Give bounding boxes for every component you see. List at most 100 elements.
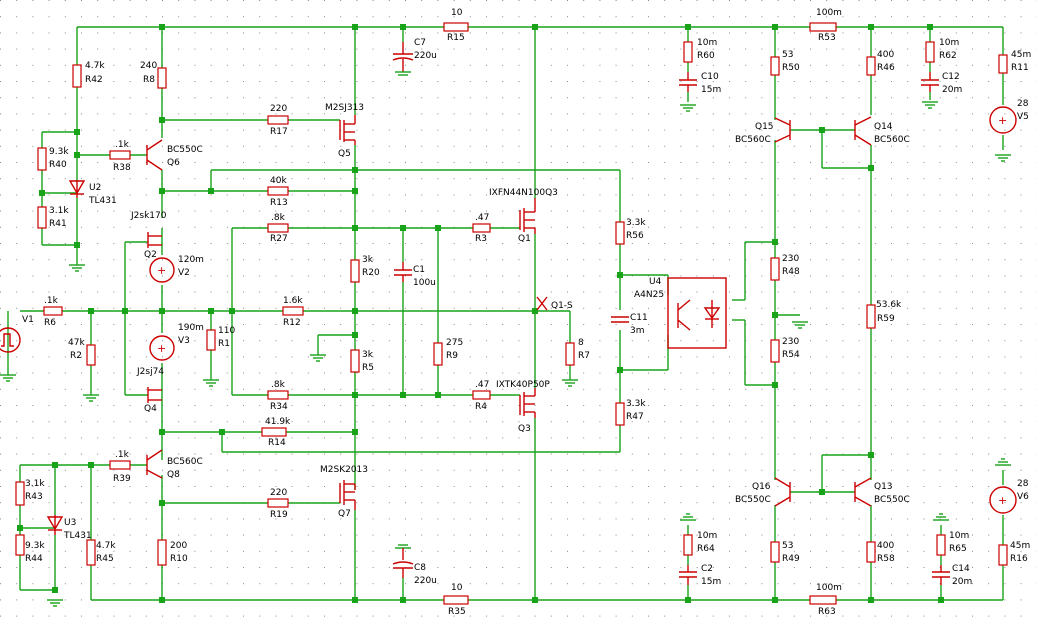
voltage-source-symbols: + + + + xyxy=(0,106,1017,514)
resistor-r63-ref: R63 xyxy=(818,607,836,617)
resistor-r17-value: 220 xyxy=(270,104,287,114)
resistor-r16-value: 45m xyxy=(1010,541,1030,551)
mosfet-q3-ref: Q3 xyxy=(518,424,531,434)
resistor-r48-value: 230 xyxy=(782,254,799,264)
capacitor-c8-ref: C8 xyxy=(414,563,426,573)
tl431-symbols xyxy=(46,180,86,535)
junctions xyxy=(17,24,944,603)
resistor-r6-ref: R6 xyxy=(44,318,56,328)
probe-q1-s[interactable] xyxy=(536,296,548,311)
resistor-r15-value: 10 xyxy=(451,8,463,18)
svg-text:+: + xyxy=(157,342,166,355)
resistor-r60-value: 10m xyxy=(697,38,717,48)
resistor-r53-ref: R53 xyxy=(818,33,836,43)
voltage-source-v6-ref: V6 xyxy=(1017,492,1029,502)
mosfet-q7-value: M2SK2013 xyxy=(320,465,368,475)
mosfet-q5-ref: Q5 xyxy=(338,149,351,159)
resistor-r14-value: 41.9k xyxy=(265,417,291,427)
transistor-q8-ref: Q8 xyxy=(167,470,180,480)
resistor-r46-ref: R46 xyxy=(877,63,895,73)
capacitor-c10-value: 15m xyxy=(701,85,721,95)
optocoupler-u4-ref: U4 xyxy=(649,277,662,287)
regulator-u2-ref: U2 xyxy=(89,183,101,193)
resistor-r2-ref: R2 xyxy=(70,351,82,361)
capacitor-bodies xyxy=(392,42,950,585)
regulator-u3-ref: U3 xyxy=(64,518,76,528)
mosfet-q7-ref: Q7 xyxy=(338,509,351,519)
resistor-r3-value: .47 xyxy=(475,213,489,223)
resistor-r35-value: 10 xyxy=(451,583,463,593)
svg-text:+: + xyxy=(998,494,1007,507)
jfet-q4-value: J2sj74 xyxy=(136,367,164,377)
resistor-r17-ref: R17 xyxy=(270,127,288,137)
resistor-r44-value: 9.3k xyxy=(25,541,45,551)
resistor-r34-value: .8k xyxy=(271,380,286,390)
capacitor-c7-value: 220u xyxy=(414,51,437,61)
resistor-r1-value: 110 xyxy=(218,326,235,336)
resistor-r49-value: 53 xyxy=(782,541,793,551)
optocoupler-u4-value: A4N25 xyxy=(634,290,664,300)
component-labels: 10 R15 100m R53 10 R35 100m R63 4.7k R42… xyxy=(22,8,1031,617)
resistor-r39-ref: R39 xyxy=(113,474,131,484)
resistor-r20-value: 3k xyxy=(362,255,374,265)
resistor-r65-ref: R65 xyxy=(949,544,967,554)
transistor-q6-value: BC550C xyxy=(167,145,203,155)
regulator-u3-value: TL431 xyxy=(63,531,92,541)
resistor-r6-value: .1k xyxy=(44,296,59,306)
resistor-r54-value: 230 xyxy=(782,337,799,347)
voltage-source-v2-ref: V2 xyxy=(178,268,190,278)
resistor-r45-value: 4.7k xyxy=(96,541,116,551)
capacitor-c8-value: 220u xyxy=(414,576,437,586)
resistor-r5-ref: R5 xyxy=(362,363,374,373)
capacitor-c1-value: 100u xyxy=(413,278,436,288)
resistor-r1-ref: R1 xyxy=(218,339,230,349)
resistor-r2-value: 47k xyxy=(68,338,85,348)
jfet-q2-ref: Q2 xyxy=(144,250,157,260)
capacitor-c2-ref: C2 xyxy=(701,564,713,574)
resistor-r9-value: 275 xyxy=(446,338,463,348)
jfet-symbols xyxy=(147,232,162,403)
resistor-r56-value: 3.3k xyxy=(626,218,646,228)
svg-text:+: + xyxy=(157,264,166,277)
capacitor-c11-ref: C11 xyxy=(630,313,648,323)
resistor-r48-ref: R48 xyxy=(782,267,800,277)
probe-q1-s-label: Q1-S xyxy=(551,301,573,311)
voltage-source-v1-ref: V1 xyxy=(22,315,34,325)
resistor-r14-ref: R14 xyxy=(268,438,286,448)
resistor-r19-value: 220 xyxy=(270,488,287,498)
transistor-q14-value: BC560C xyxy=(874,135,910,145)
resistor-r64-value: 10m xyxy=(697,531,717,541)
resistor-r63-value: 100m xyxy=(816,583,842,593)
resistor-r58-value: 400 xyxy=(877,541,894,551)
resistor-r4-value: .47 xyxy=(475,380,489,390)
resistor-r64-ref: R64 xyxy=(697,544,715,554)
resistor-r35-ref: R35 xyxy=(448,607,466,617)
resistor-r40-value: 9.3k xyxy=(49,147,69,157)
resistor-r13-value: 40k xyxy=(270,176,287,186)
resistor-r12-value: 1.6k xyxy=(283,296,303,306)
regulator-u2-value: TL431 xyxy=(88,196,117,206)
resistor-r34-ref: R34 xyxy=(270,402,288,412)
resistor-r12-ref: R12 xyxy=(283,318,301,328)
capacitor-c1-ref: C1 xyxy=(413,265,425,275)
resistor-r50-ref: R50 xyxy=(782,63,800,73)
resistor-r8-value: 240 xyxy=(140,61,157,71)
resistor-r45-ref: R45 xyxy=(96,554,114,564)
resistor-r10-ref: R10 xyxy=(170,554,188,564)
voltage-source-v5-ref: V5 xyxy=(1017,112,1029,122)
voltage-source-v5-value: 28 xyxy=(1017,99,1029,109)
resistor-r10-value: 200 xyxy=(170,541,187,551)
resistor-r42-value: 4.7k xyxy=(85,61,105,71)
resistor-r5-value: 3k xyxy=(362,350,374,360)
resistor-r53-value: 100m xyxy=(816,8,842,18)
resistor-r4-ref: R4 xyxy=(475,402,487,412)
wires xyxy=(7,26,1004,601)
transistor-q13-value: BC550C xyxy=(874,495,910,505)
resistor-bodies xyxy=(15,22,1008,605)
svg-text:+: + xyxy=(998,114,1007,127)
resistor-r47-ref: R47 xyxy=(626,412,644,422)
resistor-r43-ref: R43 xyxy=(25,492,43,502)
capacitor-c10-ref: C10 xyxy=(701,72,719,82)
resistor-r59-value: 53.6k xyxy=(876,300,902,310)
